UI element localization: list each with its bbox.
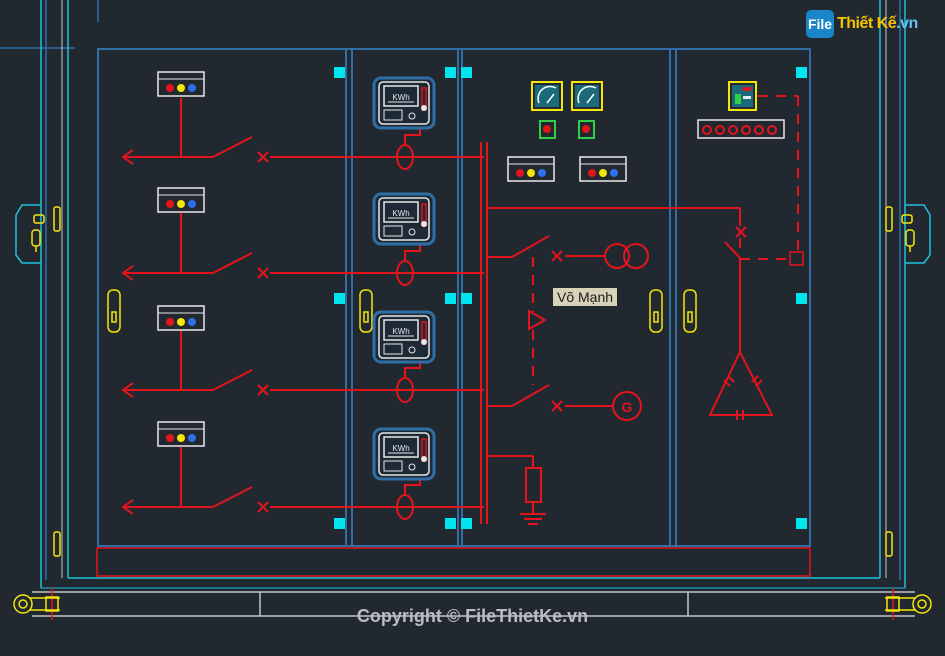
door-handle — [107, 289, 697, 333]
kwh-meter — [372, 76, 436, 481]
terminal-block — [334, 67, 807, 529]
base-plinth — [96, 547, 811, 577]
logo-badge: File — [806, 10, 834, 38]
kwh-meter-label: KWh — [392, 93, 409, 102]
main-busbar — [480, 142, 774, 524]
kwh-meter-label: KWh — [392, 327, 409, 336]
kwh-meter-label: KWh — [392, 444, 409, 453]
enclosure — [15, 0, 931, 589]
protection-relay — [728, 81, 757, 111]
feeder-3 — [121, 330, 484, 398]
dashed-control-wiring — [532, 95, 799, 385]
bottom-rail — [32, 588, 915, 620]
analog-gauge — [531, 81, 603, 111]
generator-branch — [487, 384, 642, 421]
selector-switch — [539, 120, 595, 139]
voltage-transformer-branch — [487, 235, 649, 331]
feeder-4 — [121, 447, 484, 515]
kwh-meter-label: KWh — [392, 209, 409, 218]
ground-resistor-branch — [487, 455, 546, 525]
caster-wheel — [885, 594, 932, 614]
feeder-1 — [121, 98, 484, 165]
logo-main: Thiết Kế — [837, 15, 897, 32]
site-logo: File Thiết Kế.vn — [806, 10, 918, 38]
current-transformer — [396, 128, 421, 520]
aux-relay — [789, 251, 804, 266]
indicator-lamp-panel — [157, 71, 785, 447]
author-tag: Võ Mạnh — [553, 288, 618, 306]
feeder-circuits — [121, 98, 484, 515]
logo-suffix: .vn — [896, 15, 918, 32]
feeder-2 — [121, 213, 484, 281]
copyright-watermark: Copyright © FileThietKe.vn — [356, 606, 589, 626]
caster-wheel — [13, 594, 60, 614]
hinge — [31, 206, 915, 557]
logo-text: Thiết Kế.vn — [837, 15, 918, 33]
generator-label: G — [622, 399, 633, 415]
